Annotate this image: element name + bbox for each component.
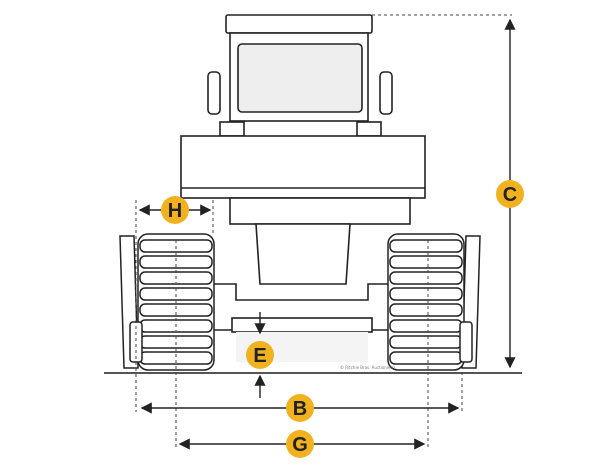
right-lamp-post [379,71,393,115]
badge-g: G [286,430,314,458]
credit-text: © Ritchie Bros. Auctioneers [340,365,395,370]
cab-window [237,43,363,113]
right-track [387,233,481,371]
lower-plate [231,317,373,333]
badge-g-label: G [292,434,308,456]
dozer-body [180,14,426,362]
badge-h: H [161,196,189,224]
right-light [356,121,382,137]
extension-lines [135,14,512,448]
cab-roof [225,14,373,34]
left-lamp-post [207,71,221,115]
left-light [219,121,245,137]
badge-c: C [496,180,524,208]
badge-h-label: H [168,200,182,222]
badge-c-label: C [503,184,517,206]
frame [229,197,411,225]
badge-b: B [286,394,314,422]
left-track [119,233,215,371]
badge-b-label: B [293,398,307,420]
badge-e: E [246,341,274,369]
center-column [255,223,351,285]
badge-e-label: E [253,345,266,367]
